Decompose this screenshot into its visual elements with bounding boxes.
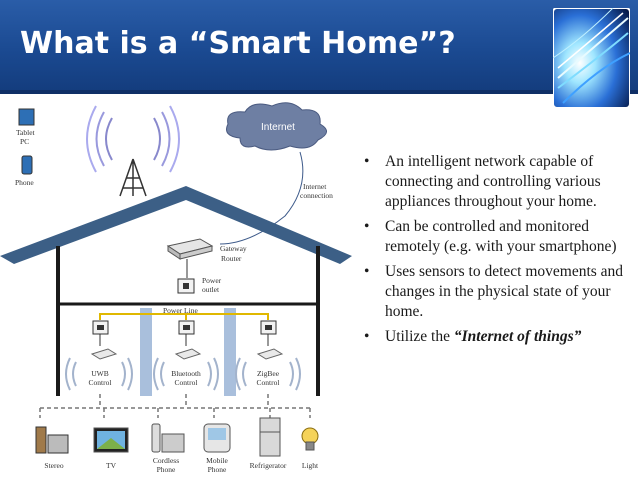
room-divider-right [224,308,236,396]
header-divider [0,90,638,94]
internet-cable [219,151,304,245]
stereo-label: Stereo [44,461,63,470]
cordless-phone-icon [151,423,185,453]
stereo-icon [35,426,69,454]
radio-tower-icon [86,105,180,197]
tablet-label: Tablet [16,128,36,137]
bullet-item: • Can be controlled and monitored remote… [362,217,632,257]
internet-cloud-icon [226,102,327,151]
phone-label: Phone [15,178,34,187]
bullet-text: An intelligent network capable of connec… [385,153,601,210]
internet-connection-label-2: connection [300,191,333,200]
zigbee-label-2: Control [257,378,280,387]
slide-title: What is a “Smart Home”? [20,26,456,61]
bullet-item: • Uses sensors to detect movements and c… [362,262,632,322]
bullet-item: • Utilize the “Internet of things” [362,327,632,347]
power-line-label: Power Line [163,306,198,315]
bullet-text: Uses sensors to detect movements and cha… [385,263,624,320]
tablet-icon [18,108,35,126]
bullet-item: • An intelligent network capable of conn… [362,152,632,212]
house-walls [56,246,320,396]
power-wires [99,313,269,320]
house-roof [0,186,352,264]
slide-header [0,0,638,90]
bullet-list: • An intelligent network capable of conn… [362,152,632,352]
zigbee-label: ZigBee [257,369,280,378]
mobile-label-2: Phone [208,465,227,474]
refrigerator-label: Refrigerator [250,461,287,470]
control-devices [90,348,284,360]
bullet-dot: • [364,153,370,170]
bullet-text-prefix: Utilize the [385,328,454,345]
socket-holes [97,325,272,330]
bluetooth-label-2: Control [175,378,198,387]
tv-label: TV [106,461,117,470]
mobile-phone-icon [203,423,231,453]
bullet-text: Can be controlled and monitored remotely… [385,218,617,255]
tv-icon [93,427,129,453]
internet-cloud-label: Internet [261,122,295,133]
cordless-label-2: Phone [157,465,176,474]
uwb-label-2: Control [89,378,112,387]
outlet-socket [183,283,189,289]
bullet-dot: • [364,328,370,345]
control-wave-icons [65,357,301,391]
socket-cables [99,334,269,346]
power-outlet-label: Power [202,276,222,285]
refrigerator-icon [259,417,281,457]
light-label: Light [302,461,319,470]
light-bulb-icon [301,427,319,451]
light-swirl-image [553,8,630,108]
bluetooth-label: Bluetooth [171,369,201,378]
bullet-dot: • [364,218,370,235]
bullet-emphasis: “Internet of things” [453,328,582,345]
appliance-links [39,394,311,418]
smart-home-diagram: Tablet PC Phone Internet Internet connec… [0,102,352,474]
mobile-label: Mobile [206,456,228,465]
internet-connection-label: Internet [303,182,327,191]
gateway-label-2: Router [221,254,242,263]
room-divider-left [140,308,152,396]
bullet-dot: • [364,263,370,280]
gateway-label: Gateway [220,244,247,253]
gateway-router-icon [166,238,214,260]
tablet-label-2: PC [20,137,29,146]
power-outlet-label-2: outlet [202,285,220,294]
uwb-label: UWB [91,369,109,378]
phone-icon [21,155,33,175]
cordless-label: Cordless [153,456,179,465]
